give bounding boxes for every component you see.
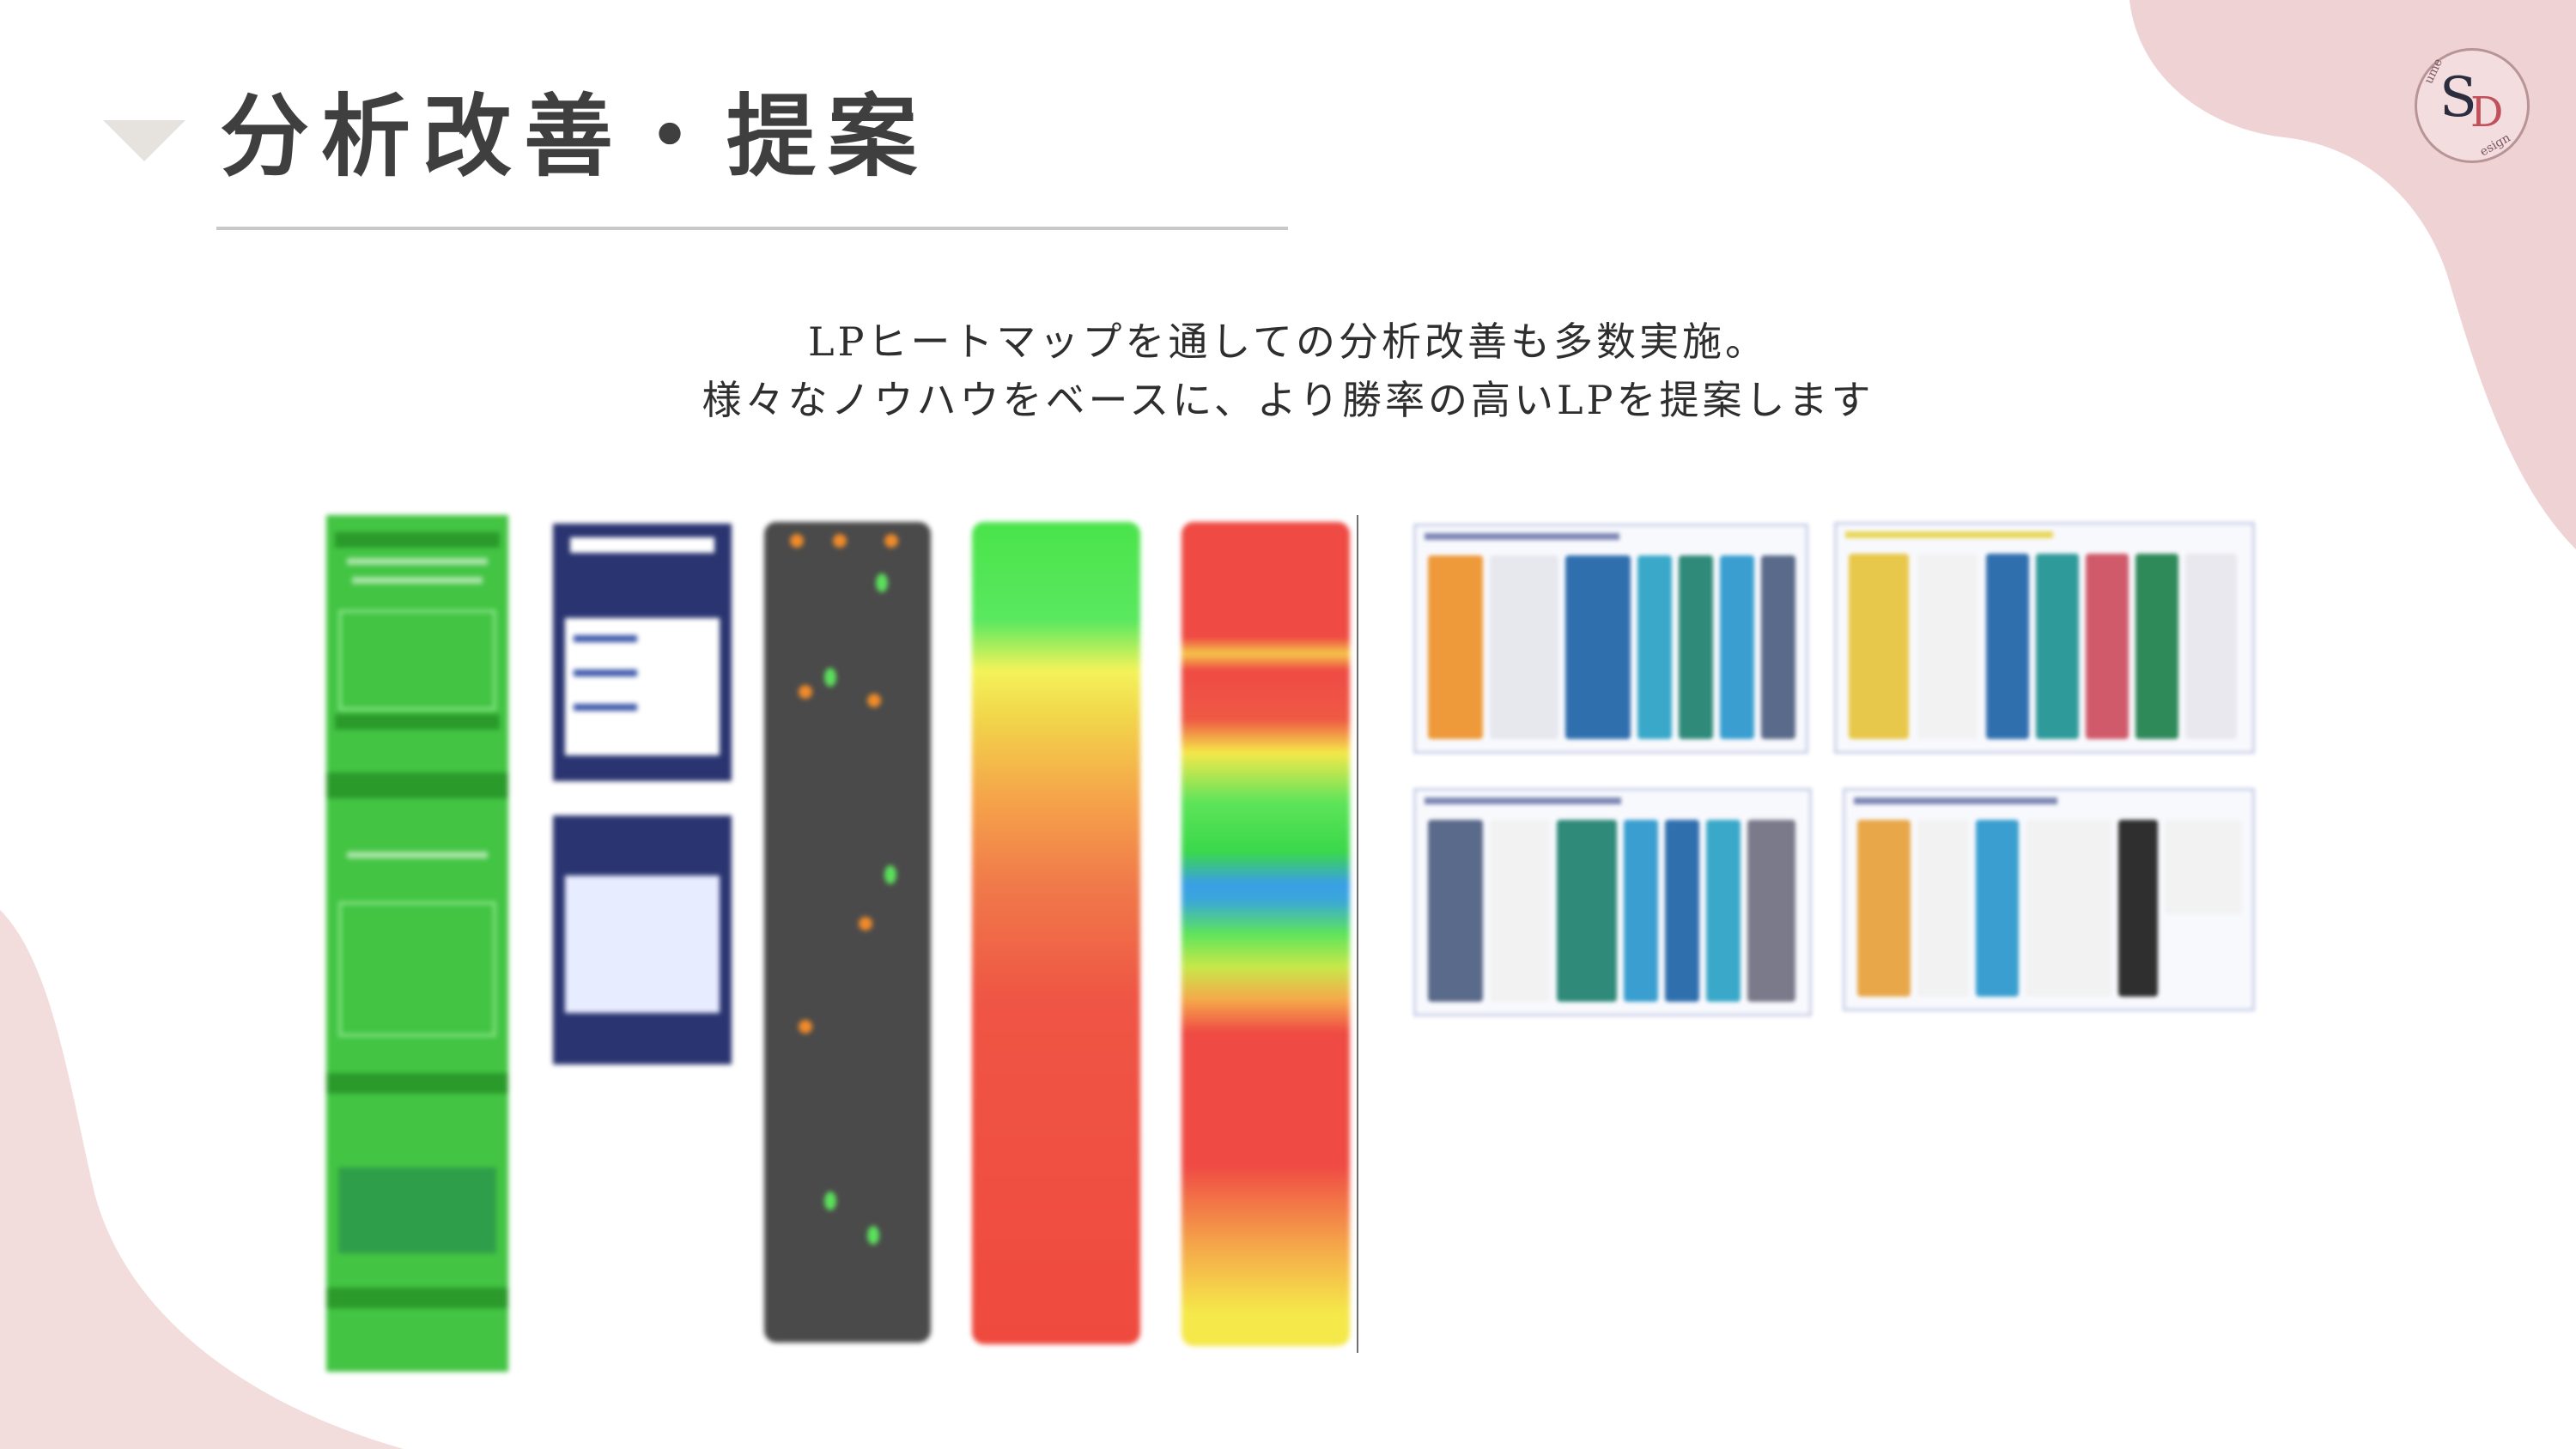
logo-initial-d: D bbox=[2470, 88, 2504, 136]
pink-blob-bottom-left bbox=[0, 910, 404, 1449]
intro-line-2: 様々なノウハウをベースに、より勝率の高いLPを提案します bbox=[702, 377, 1874, 423]
page-title: 分析改善・提案 bbox=[220, 83, 930, 189]
logo-initial-s: S bbox=[2439, 66, 2477, 130]
scroll-heatmap-gray bbox=[764, 522, 931, 1343]
report-thumbnail-2 bbox=[1834, 522, 2255, 754]
title-marker-triangle bbox=[103, 120, 185, 161]
attention-heatmap bbox=[972, 522, 1140, 1344]
vertical-divider bbox=[1357, 515, 1358, 1353]
report-thumbnail-4 bbox=[1843, 788, 2255, 1011]
report-thumbnail-1 bbox=[1413, 524, 1808, 754]
title-underline bbox=[216, 227, 1288, 230]
report-thumbnail-3 bbox=[1413, 788, 1812, 1016]
brand-logo: ume S D esign bbox=[2415, 48, 2530, 163]
intro-line-1: LPヒートマップを通しての分析改善も多数実施。 bbox=[807, 318, 1769, 365]
click-heatmap bbox=[1182, 522, 1350, 1346]
lp-overlay-screenshot bbox=[326, 515, 508, 1372]
lp-cards-screenshot bbox=[553, 524, 732, 1090]
